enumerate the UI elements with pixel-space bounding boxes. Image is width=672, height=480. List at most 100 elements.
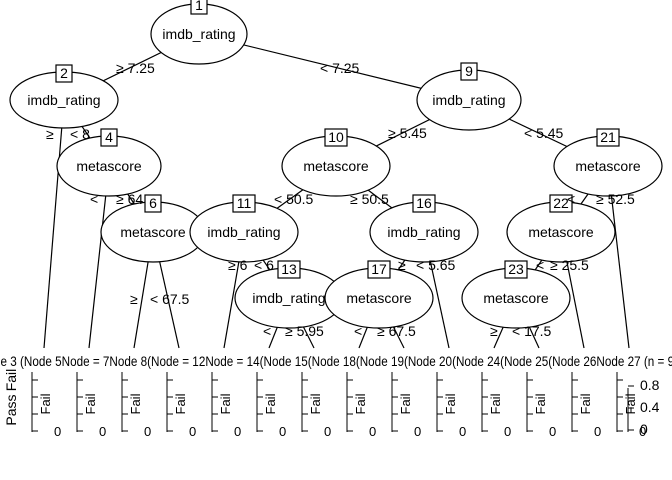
node-4: metascore 4 — [56, 128, 162, 197]
inner-nodes: imdb_rating1imdb_rating2metascore4metasc… — [9, 0, 663, 329]
leaf-class-label: Fail — [443, 393, 458, 414]
node-id-box — [277, 260, 301, 279]
split-label-6-left: ≥ — [130, 291, 138, 307]
split-label-16-left: ≥ — [398, 257, 406, 273]
node-6: metascore 6 — [100, 194, 206, 263]
node-variable: metascore — [76, 158, 142, 174]
node-variable: metascore — [303, 158, 369, 174]
node-id-box — [232, 194, 256, 213]
split-label-23-left: ≥ — [490, 323, 498, 339]
leaf-header-text: de 3 (Node 5Node = 7Node 8(Node = 12Node… — [0, 353, 672, 369]
leaf-class-label: Fail — [488, 393, 503, 414]
split-label-2-right: < 8 — [70, 126, 90, 142]
split-label-10-right: ≥ 50.5 — [350, 191, 389, 207]
edge-2-3 — [43, 99, 65, 349]
node-variable: imdb_rating — [27, 92, 100, 108]
leaf-tick-zero: 0 — [414, 424, 421, 439]
leaf-tick-zero: 0 — [324, 424, 331, 439]
leaf-tick-zero: 0 — [369, 424, 376, 439]
leaf-class-label: Fail — [38, 393, 53, 414]
split-label-1-right: < 7.25 — [320, 60, 360, 76]
leaf-class-label: Fail — [128, 393, 143, 414]
node-id-box — [55, 64, 73, 83]
split-label-1-left: ≥ 7.25 — [116, 60, 155, 76]
split-label-4-left: < — [90, 191, 98, 207]
node-variable: metascore — [483, 290, 549, 306]
leaf-class-label: Fail — [83, 393, 98, 414]
leaf-tick-zero: 0 — [504, 424, 511, 439]
leaf-class-label: Fail — [398, 393, 413, 414]
split-label-9-left: ≥ 5.45 — [388, 125, 427, 141]
leaf-tick-zero: 0 — [549, 424, 556, 439]
split-label-17-right: ≥ 67.5 — [377, 323, 416, 339]
split-label-11-left: ≥ 6 — [228, 257, 248, 273]
node-variable: imdb_rating — [162, 26, 235, 42]
node-id-box — [412, 194, 436, 213]
node-id: 2 — [60, 65, 68, 81]
node-16: imdb_rating 16 — [369, 194, 479, 263]
split-label-10-left: < 50.5 — [274, 191, 314, 207]
leaf-class-label: Fail — [353, 393, 368, 414]
node-id: 4 — [105, 129, 113, 145]
node-id-box — [190, 0, 208, 15]
split-labels: ≥ 7.25< 7.25≥< 8<≥ 64≥< 67.5≥ 5.45< 5.45… — [46, 60, 635, 339]
split-label-4-right: ≥ 64 — [116, 191, 143, 207]
node-variable: imdb_rating — [387, 224, 460, 240]
node-id-box — [504, 260, 528, 279]
node-variable: imdb_rating — [207, 224, 280, 240]
node-2: imdb_rating 2 — [9, 64, 119, 129]
node-id-box — [460, 62, 478, 81]
node-id: 13 — [281, 261, 297, 277]
node-variable: metascore — [575, 158, 641, 174]
node-id-box — [324, 128, 348, 147]
split-label-13-left: < — [263, 323, 271, 339]
leaf-class-label: Fail — [218, 393, 233, 414]
leaf-class-label: Fail — [533, 393, 548, 414]
leaf-class-label: Fail — [308, 393, 323, 414]
node-id: 22 — [553, 195, 569, 211]
y-label-fail: Fail — [3, 369, 19, 392]
node-id: 17 — [371, 261, 387, 277]
node-id: 23 — [508, 261, 524, 277]
node-variable: metascore — [120, 224, 186, 240]
node-variable: imdb_rating — [252, 290, 325, 306]
node-id-box — [596, 128, 620, 147]
leaf-panels: Fail0Fail0Fail0Fail0Fail0Fail0Fail0Fail0… — [3, 369, 660, 439]
split-label-16-right: < 5.65 — [416, 257, 456, 273]
split-label-13-right: ≥ 5.95 — [285, 323, 324, 339]
leaf-class-label: Fail — [173, 393, 188, 414]
leaf-y-labels: Pass Fail — [3, 369, 19, 426]
node-variable: imdb_rating — [432, 92, 505, 108]
leaf-tick-zero: 0 — [99, 424, 106, 439]
node-variable: metascore — [528, 224, 594, 240]
split-label-11-right: < 6 — [254, 257, 274, 273]
leaf-tick-zero: 0 — [639, 424, 646, 439]
split-label-6-right: < 67.5 — [150, 291, 190, 307]
node-id: 6 — [149, 195, 157, 211]
y-label-pass: Pass — [3, 394, 19, 425]
node-id: 16 — [416, 195, 432, 211]
split-label-23-right: < 17.5 — [512, 323, 552, 339]
leaf-tick-zero: 0 — [144, 424, 151, 439]
split-label-17-left: < — [354, 323, 362, 339]
leaf-tick-zero: 0 — [279, 424, 286, 439]
split-label-22-left: < — [536, 257, 544, 273]
leaf-class-label: Fail — [623, 393, 638, 414]
split-label-9-right: < 5.45 — [524, 125, 564, 141]
